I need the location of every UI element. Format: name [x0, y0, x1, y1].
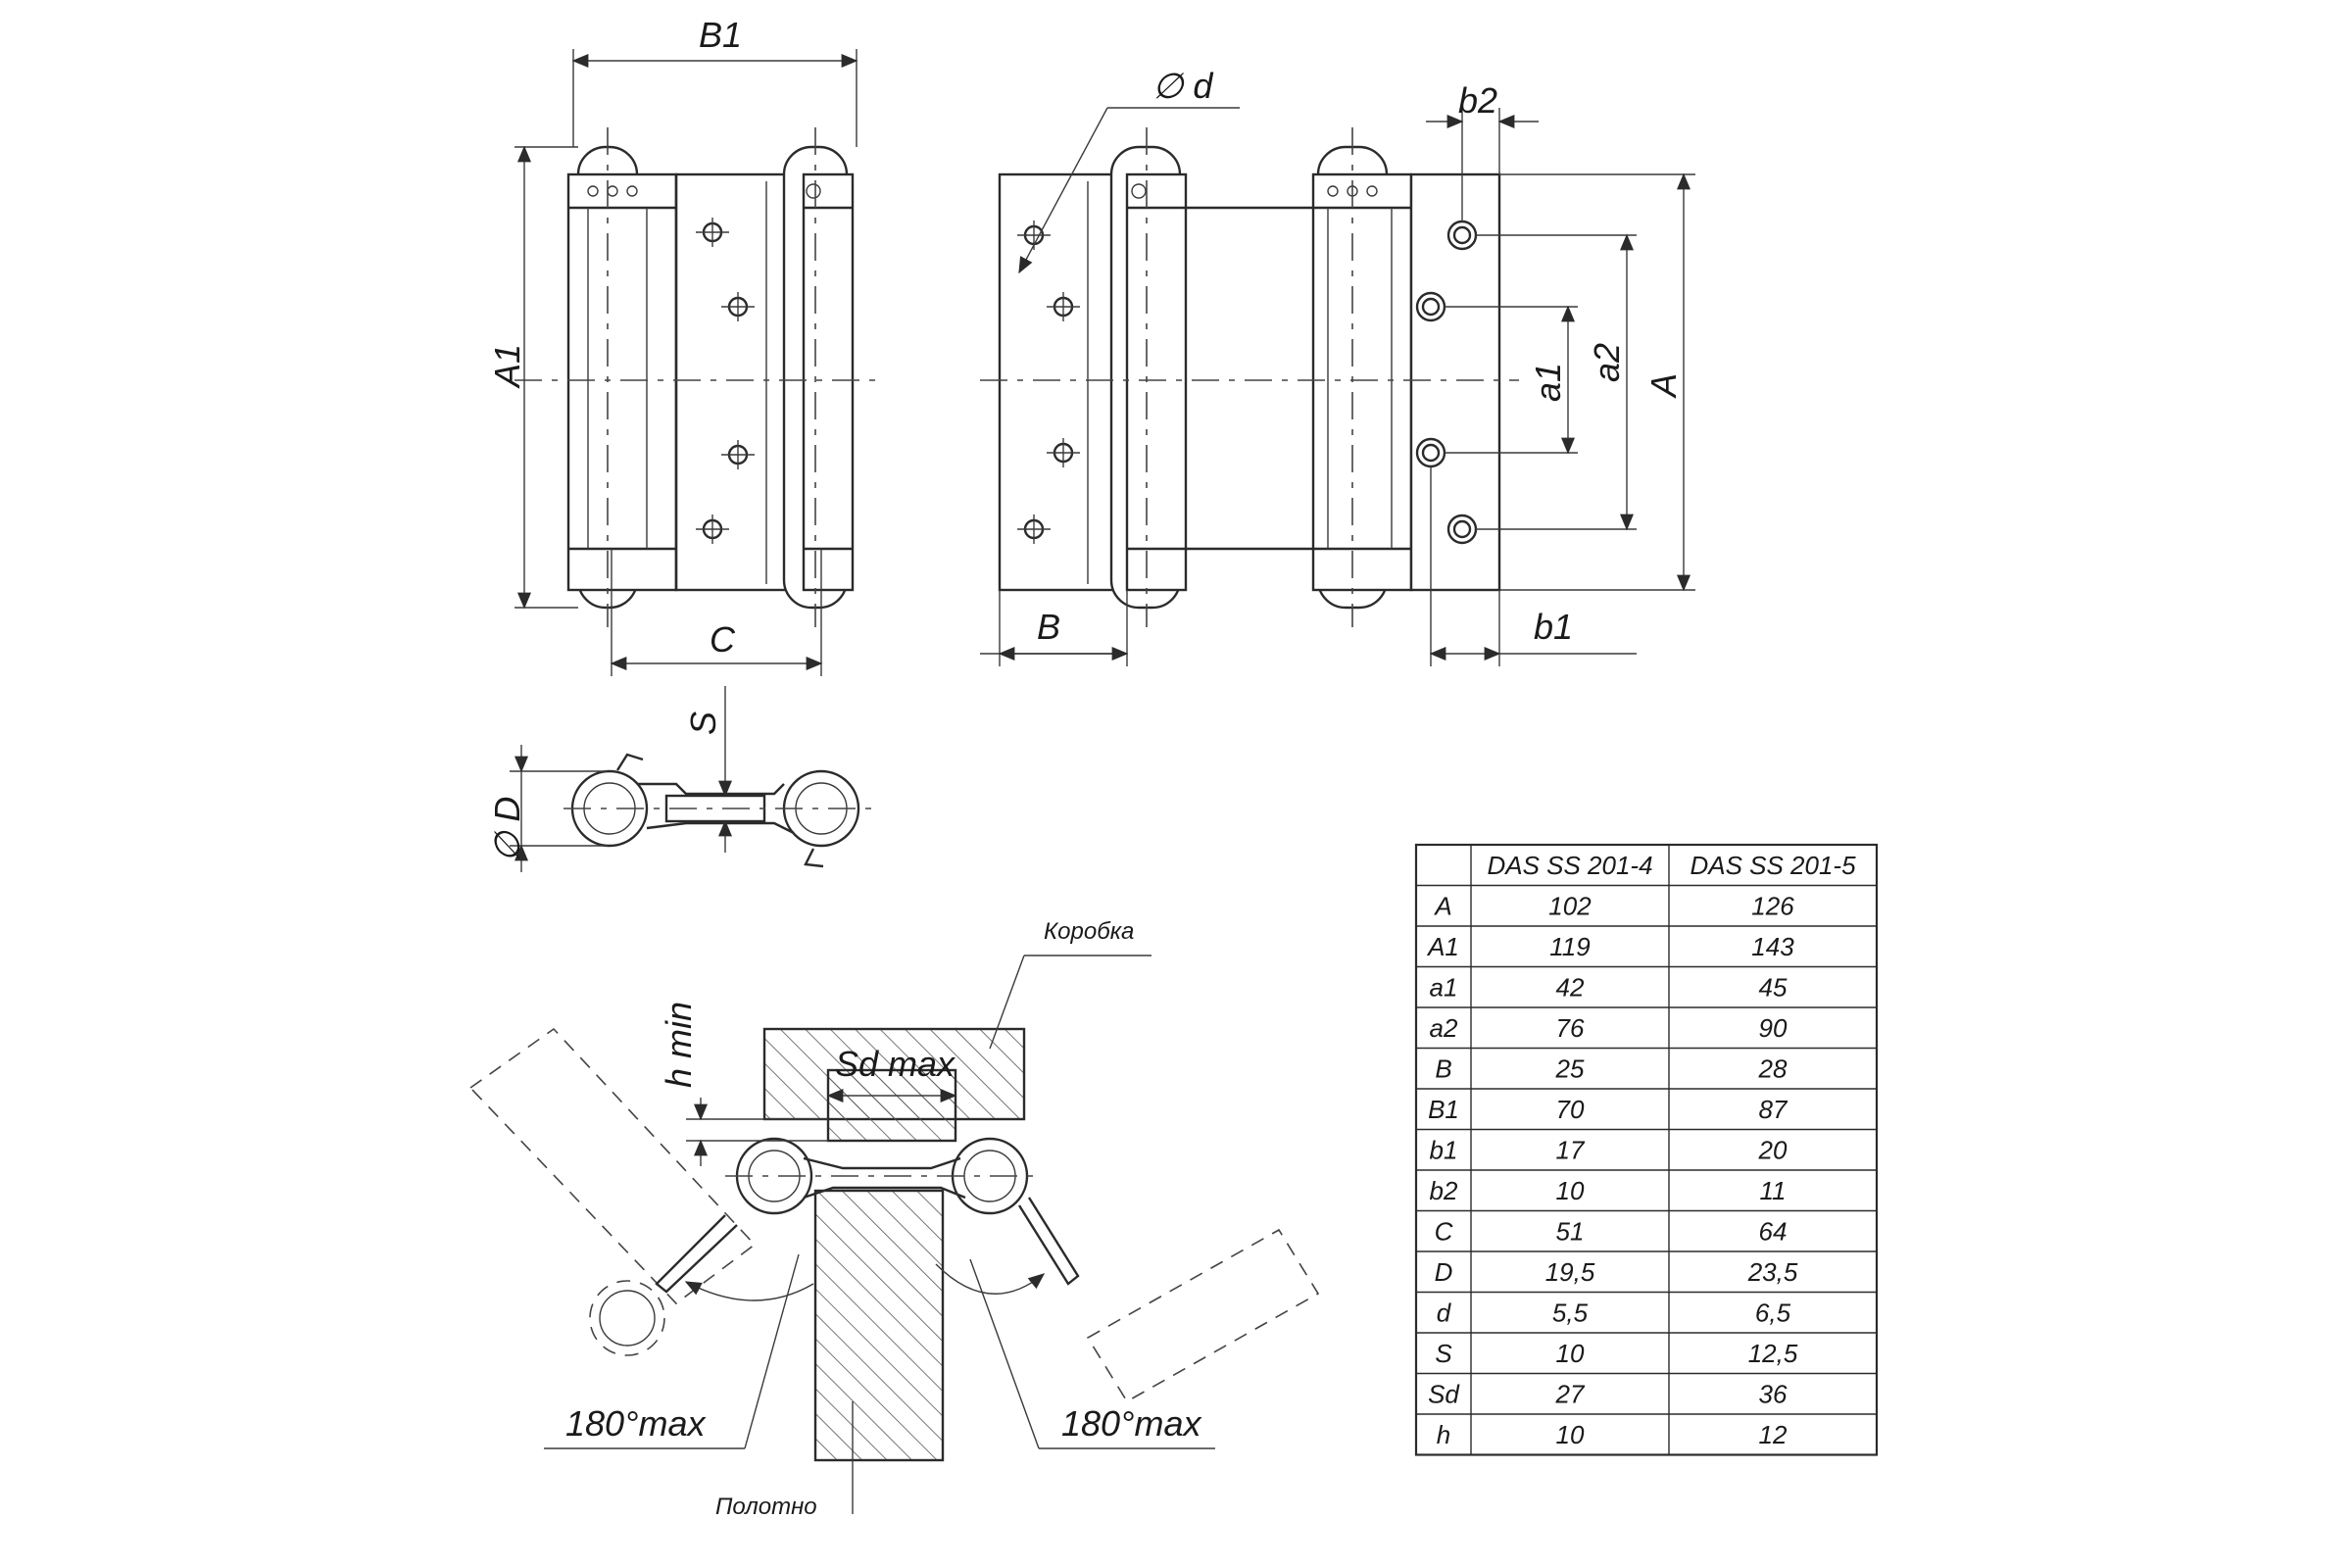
label-b1: b1: [1534, 607, 1573, 647]
table-value-cell: 12: [1759, 1420, 1788, 1449]
label-S: S: [683, 711, 723, 735]
table-value-cell: 27: [1555, 1379, 1586, 1408]
table-frame: [1414, 843, 1879, 1456]
label-korobka: Коробка: [1044, 918, 1134, 945]
table-value-cell: 20: [1758, 1135, 1788, 1164]
table-value-cell: 28: [1758, 1054, 1788, 1083]
table-value-cell: 42: [1556, 972, 1585, 1002]
table-header-cell: DAS SS 201-5: [1690, 851, 1856, 880]
label-D: ∅ D: [487, 797, 527, 862]
table-param-cell: A: [1433, 891, 1451, 920]
label-d: ∅ d: [1152, 66, 1213, 106]
table-value-cell: 90: [1759, 1013, 1788, 1043]
table-value-cell: 76: [1556, 1013, 1585, 1043]
table-param-cell: Sd: [1428, 1379, 1460, 1408]
table-value-cell: 87: [1759, 1095, 1788, 1124]
label-B1: B1: [699, 15, 742, 55]
table-value-cell: 17: [1556, 1135, 1586, 1164]
label-angle-right: 180°max: [1061, 1403, 1202, 1444]
label-b2: b2: [1458, 80, 1497, 121]
table-value-cell: 70: [1556, 1095, 1585, 1124]
table-value-cell: 143: [1751, 932, 1794, 961]
label-A1: A1: [487, 344, 527, 389]
table-param-cell: S: [1435, 1339, 1452, 1368]
table-header-cell: DAS SS 201-4: [1487, 851, 1652, 880]
table-param-cell: d: [1437, 1298, 1452, 1327]
table-value-cell: 10: [1556, 1339, 1585, 1368]
table-value-cell: 119: [1549, 932, 1590, 961]
table-param-cell: h: [1437, 1420, 1450, 1449]
table-param-cell: B: [1435, 1054, 1451, 1083]
table-param-cell: a2: [1430, 1013, 1458, 1043]
label-A: A: [1643, 373, 1684, 399]
table-param-cell: a1: [1430, 972, 1458, 1002]
label-hmin: h min: [659, 1002, 699, 1088]
table-value-cell: 10: [1556, 1420, 1585, 1449]
label-C: C: [710, 619, 736, 660]
table-param-cell: D: [1435, 1257, 1453, 1287]
table-value-cell: 11: [1760, 1176, 1787, 1205]
table-value-cell: 10: [1556, 1176, 1585, 1205]
table-value-cell: 23,5: [1747, 1257, 1798, 1287]
table-param-cell: B1: [1428, 1095, 1459, 1124]
label-sdmax: Sd max: [835, 1044, 956, 1084]
table-value-cell: 19,5: [1545, 1257, 1595, 1287]
hinge-section-view: [510, 686, 877, 872]
table-param-cell: C: [1435, 1216, 1453, 1246]
table-value-cell: 6,5: [1755, 1298, 1791, 1327]
label-a2: a2: [1587, 343, 1627, 382]
table-param-cell: b2: [1430, 1176, 1458, 1205]
table-value-cell: 102: [1548, 891, 1592, 920]
hinge-plate-view: [980, 107, 1695, 666]
table-param-cell: b1: [1430, 1135, 1458, 1164]
table-param-cell: A1: [1426, 932, 1459, 961]
table-value-cell: 126: [1751, 891, 1794, 920]
table-value-cell: 64: [1759, 1216, 1788, 1246]
label-B: B: [1037, 607, 1060, 647]
hinge-front-view: [514, 49, 882, 676]
label-angle-left: 180°max: [565, 1403, 707, 1444]
installation-view: [468, 955, 1320, 1514]
table-value-cell: 45: [1759, 972, 1788, 1002]
label-a1: a1: [1528, 363, 1568, 402]
table-value-cell: 12,5: [1748, 1339, 1798, 1368]
label-polotno: Полотно: [715, 1494, 817, 1520]
table-value-cell: 36: [1759, 1379, 1788, 1408]
table-value-cell: 5,5: [1552, 1298, 1589, 1327]
table-value-cell: 25: [1555, 1054, 1585, 1083]
table-value-cell: 51: [1556, 1216, 1585, 1246]
